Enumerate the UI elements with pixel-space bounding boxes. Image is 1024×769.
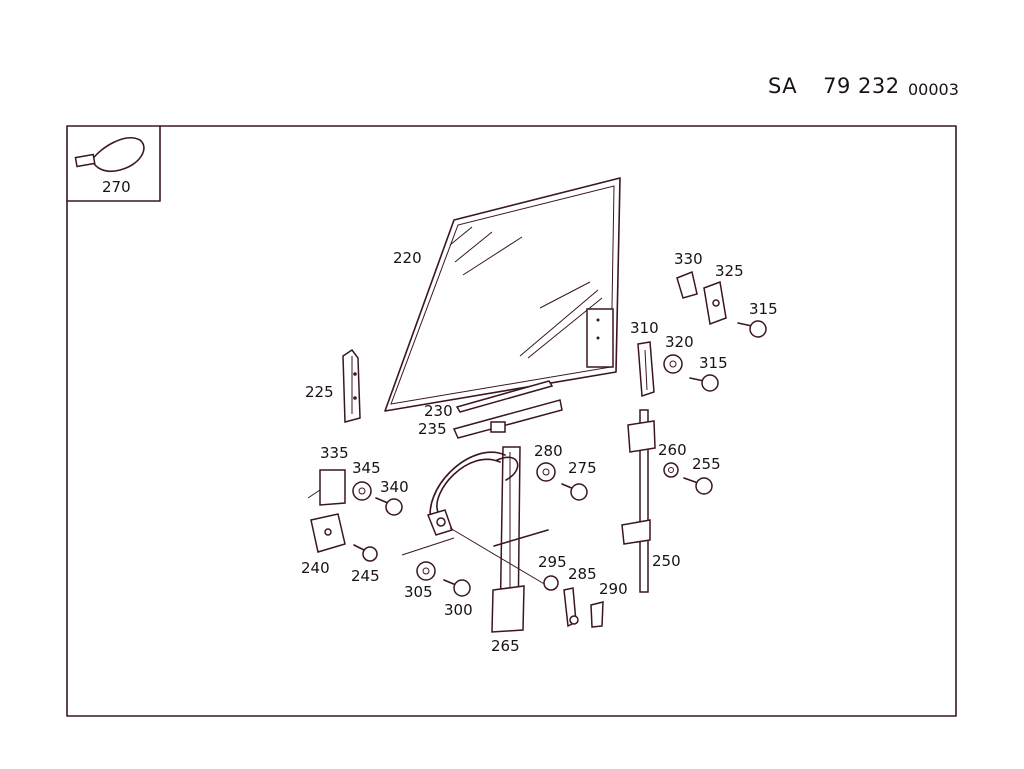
bracket-330: [676, 270, 698, 299]
label-250: 250: [652, 552, 681, 570]
label-225: 225: [305, 383, 334, 401]
label-285: 285: [568, 565, 597, 583]
label-315-lower: 315: [699, 354, 728, 372]
label-240: 240: [301, 559, 330, 577]
label-340: 340: [380, 478, 409, 496]
washer-260: [663, 462, 679, 478]
label-310: 310: [630, 319, 659, 337]
washer-305: [416, 561, 436, 581]
window-regulator-265: [401, 446, 549, 633]
label-260: 260: [658, 441, 687, 459]
screw-255: [683, 477, 713, 495]
diagram-border: [66, 125, 957, 717]
washer-345: [352, 481, 372, 501]
clip-285: [563, 587, 579, 628]
guide-channel-310: [637, 341, 655, 398]
label-245: 245: [351, 567, 380, 585]
screw-315-upper: [737, 320, 767, 338]
label-280: 280: [534, 442, 563, 460]
screw-245: [353, 544, 378, 562]
screw-300: [443, 579, 471, 597]
label-275: 275: [568, 459, 597, 477]
glass-rail-235: [452, 399, 563, 439]
label-230: 230: [424, 402, 453, 420]
label-300: 300: [444, 601, 473, 619]
label-305: 305: [404, 583, 433, 601]
inset-box: [66, 125, 161, 202]
washer-280: [536, 462, 556, 482]
label-265: 265: [491, 637, 520, 655]
label-320: 320: [665, 333, 694, 351]
label-235: 235: [418, 420, 447, 438]
window-rail-250: [621, 409, 656, 593]
drawing-code: 00003: [908, 80, 959, 99]
label-220: 220: [393, 249, 422, 267]
plate-335: [307, 469, 346, 506]
label-270: 270: [102, 178, 131, 196]
guide-channel-225: [342, 348, 361, 423]
label-345: 345: [352, 459, 381, 477]
screw-275: [561, 483, 588, 501]
drawing-prefix: SA: [768, 74, 798, 98]
washer-320: [663, 354, 683, 374]
cable-tie-icon: [74, 137, 145, 173]
label-290: 290: [599, 580, 628, 598]
cap-295: [543, 575, 559, 591]
screw-315-lower: [689, 374, 719, 392]
label-335: 335: [320, 444, 349, 462]
label-325: 325: [715, 262, 744, 280]
label-330: 330: [674, 250, 703, 268]
bracket-325: [703, 280, 727, 326]
window-glass: [384, 177, 621, 412]
drawing-title: SA 79 232: [768, 74, 900, 98]
label-255: 255: [692, 455, 721, 473]
label-315-upper: 315: [749, 300, 778, 318]
glass-channel-230: [455, 380, 554, 413]
screw-340: [375, 497, 403, 516]
clip-290: [590, 601, 604, 628]
label-295: 295: [538, 553, 567, 571]
drawing-number: 79 232: [823, 74, 900, 98]
bracket-240: [310, 513, 346, 553]
